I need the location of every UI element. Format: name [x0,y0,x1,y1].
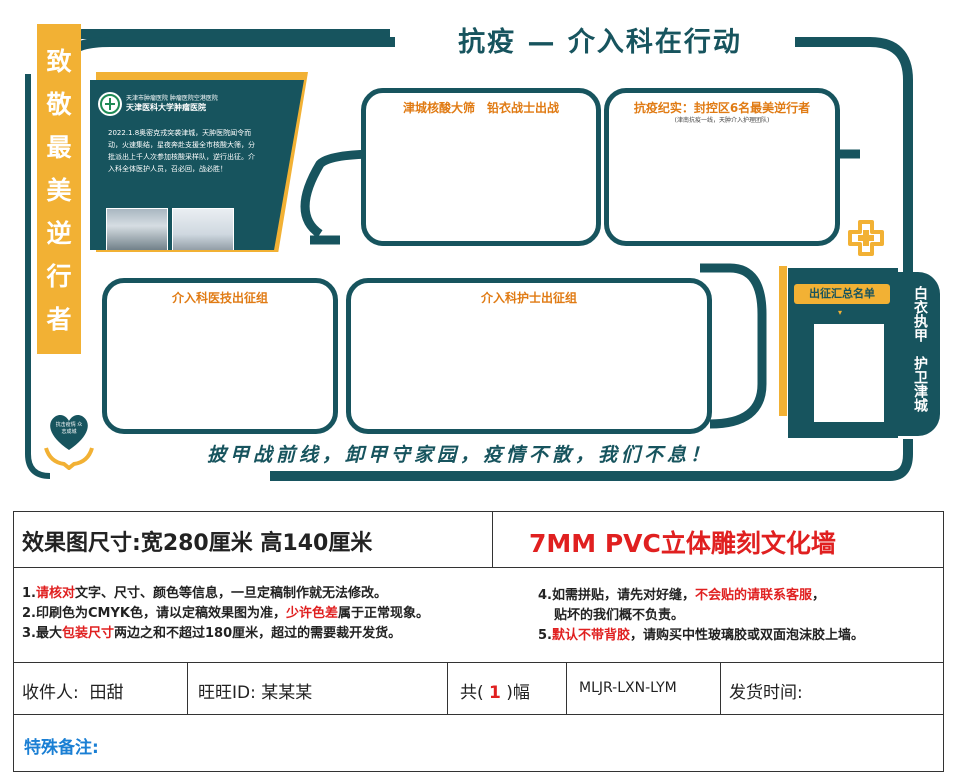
size-label: 效果图尺寸: [22,531,141,556]
chevron-down-icon: ▾ [838,308,843,317]
medical-cross-icon [846,218,886,258]
hospital-logo-icon [98,92,122,116]
count-value: 1 [489,683,501,703]
frame-subtitle: (津南抗疫一线，天肿介入护理团队) [674,117,770,124]
intro-panel: 天津市肿瘤医院 肿瘤医院空港医院 天津医科大学肿瘤医院 2022.1.8奥密克戎… [90,80,304,250]
remarks-cell: 特殊备注: [13,714,944,772]
size-cell: 效果图尺寸:宽280厘米 高140厘米 [13,511,493,568]
note-1: 1.请核对文字、尺寸、颜色等信息，一旦定稿制作就无法修改。 [22,586,388,601]
intro-logo-line2: 天津医科大学肿瘤医院 [126,103,206,112]
product-name: 7MM PVC立体雕刻文化墙 [529,529,836,558]
team-photo [172,208,234,250]
ship-cell: 发货时间: [720,662,944,715]
order-code: MLJR-LXN-LYM [579,680,677,696]
size-value: 宽280厘米 高140厘米 [140,531,373,556]
banner-char: 逆 [46,219,72,248]
banner-char: 美 [46,176,72,205]
intro-logo-line1: 天津市肿瘤医院 肿瘤医院空港医院 [126,95,218,102]
recipient-value: 田甜 [89,683,124,703]
note-3: 3.最大包装尺寸两边之和不超过180厘米，超过的需要裁开发货。 [22,626,402,641]
note-5: 5.默认不带背胶，请购买中性玻璃胶或双面泡沫胶上墙。 [538,628,865,643]
remarks-label: 特殊备注: [24,738,99,758]
photo-frame-nurses: 介入科护士出征组 [346,278,712,434]
wangwang-value: 某某某 [261,683,313,703]
note-2: 2.印刷色为CMYK色，请以定稿效果图为准，少许色差属于正常现象。 [22,606,429,621]
banner-char: 致 [46,47,72,76]
count-cell: 共( 1 )幅 [447,662,567,715]
tab-text: 护卫津城 [912,356,928,412]
frame-title: 介入科医技出征组 [171,291,268,305]
frame-title: 津城核酸大筛 铅衣战士出战 [402,101,559,115]
vertical-banner: 致 敬 最 美 逆 行 者 [37,24,81,354]
team-photo [106,208,168,250]
culture-wall-design: 抗疫 — 介入科在行动 致 敬 最 美 逆 行 者 天津市肿瘤医院 肿瘤医院空港… [10,14,940,486]
recipient-label: 收件人: [22,683,79,703]
photo-frame-nucleic-test: 津城核酸大筛 铅衣战士出战 [361,88,601,246]
wangwang-label: 旺旺ID: [198,683,256,703]
slogan: 披甲战前线，卸甲守家园，疫情不散，我们不息！ [206,444,713,466]
ship-label: 发货时间: [729,683,803,703]
notes-cell: 1.请核对文字、尺寸、颜色等信息，一旦定稿制作就无法修改。 2.印刷色为CMYK… [13,567,944,663]
wangwang-cell: 旺旺ID: 某某某 [187,662,448,715]
banner-char: 行 [46,262,72,291]
recipient-cell: 收件人: 田甜 [13,662,188,715]
photo-frame-lockdown: 抗疫纪实：封控区6名最美逆行者 (津南抗疫一线，天肿介入护理团队) [604,88,840,246]
banner-char: 最 [46,133,72,162]
intro-text: 2022.1.8奥密克戎突袭津城，天肿医院闻令而动，火速集结，星夜奔赴支援全市核… [108,129,255,173]
banner-char: 敬 [46,90,72,119]
photo-frame-technicians: 介入科医技出征组 [102,278,338,434]
heart-text: 抗击疫情 众志成城 [55,422,83,435]
board-title: 抗疫 — 介入科在行动 [458,27,742,58]
roster-list-area [814,324,884,422]
frame-title: 抗疫纪实：封控区6名最美逆行者 [633,101,811,115]
roster-accent [779,266,787,416]
note-4-cont: 贴坏的我们概不负责。 [554,608,685,623]
banner-char: 者 [46,305,72,334]
note-4: 4.如需拼贴，请先对好缝，不会贴的请联系客服， [538,588,826,603]
product-cell: 7MM PVC立体雕刻文化墙 [492,511,944,568]
roster-title: 出征汇总名单 [794,284,890,304]
heart-hands-icon: 抗击疫情 众志成城 [42,408,96,471]
roster-panel: 出征汇总名单 ▾ [788,268,898,438]
frame-title: 介入科护士出征组 [480,291,577,305]
spec-table: 效果图尺寸:宽280厘米 高140厘米 7MM PVC立体雕刻文化墙 1.请核对… [13,511,944,772]
code-cell: MLJR-LXN-LYM [566,662,721,715]
tab-text: 白衣执甲 [912,286,928,342]
side-tab: 白衣执甲 护卫津城 [896,272,940,436]
